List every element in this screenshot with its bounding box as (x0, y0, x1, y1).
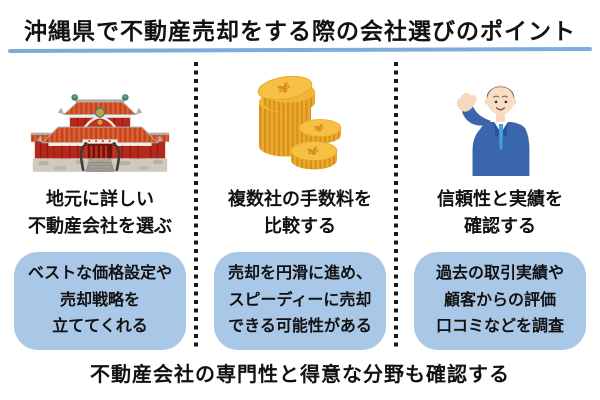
shuri-castle-illustration (27, 62, 173, 182)
bubble-line: 過去の取引実績や (435, 265, 564, 282)
bubble-line: 口コミなどを調査 (435, 318, 564, 336)
businessman-icon (456, 85, 530, 176)
column-local-company: 地元に詳しい 不動産会社を選ぶ ベストな価格設定や 売却戦略を 立ててくれる (0, 52, 200, 350)
gold-coins-icon: ¥ ¥ ¥ (257, 76, 342, 170)
header: 沖縄県で不動産売却をする際の会社選びのポイント (0, 0, 600, 54)
column-compare-fees: ¥ ¥ ¥ 複数社の手 (200, 52, 400, 350)
caption-line: 比較する (264, 216, 336, 236)
bubble-line: ベストな価格設定や (27, 265, 173, 282)
gold-coins-illustration: ¥ ¥ ¥ (255, 62, 345, 182)
caption-trust-results: 信頼性と実績を 確認する (437, 186, 563, 240)
shuri-castle-icon (30, 94, 170, 172)
bubble-line: 顧客からの評価 (443, 291, 556, 309)
footer-note: 不動産会社の専門性と得意な分野も確認する (90, 364, 510, 386)
bubble-local-company: ベストな価格設定や 売却戦略を 立ててくれる (14, 252, 186, 350)
caption-compare-fees: 複数社の手数料を 比較する (228, 186, 372, 240)
caption-local-company: 地元に詳しい 不動産会社を選ぶ (28, 186, 172, 240)
page-title: 沖縄県で不動産売却をする際の会社選びのポイント (24, 18, 576, 44)
bubble-compare-fees: 売却を円滑に進め、 スピーディーに売却 できる可能性がある (214, 252, 386, 350)
svg-text:¥: ¥ (306, 145, 321, 160)
caption-line: 不動産会社を選ぶ (28, 216, 172, 236)
bubble-line: できる可能性がある (228, 318, 372, 336)
dashed-divider-left (194, 62, 198, 350)
caption-line: 複数社の手数料を (228, 189, 372, 209)
bubble-trust-results: 過去の取引実績や 顧客からの評価 口コミなどを調査 (414, 252, 586, 350)
svg-text:¥: ¥ (275, 79, 293, 97)
businessman-illustration (450, 62, 550, 182)
bubble-line: 立ててくれる (52, 318, 148, 336)
caption-line: 確認する (464, 216, 536, 236)
bubble-line: 売却戦略を (59, 291, 140, 309)
caption-line: 信頼性と実績を (437, 189, 563, 209)
column-trust-results: 信頼性と実績を 確認する 過去の取引実績や 顧客からの評価 口コミなどを調査 (400, 52, 600, 350)
svg-text:¥: ¥ (313, 122, 326, 135)
bubble-line: スピーディーに売却 (228, 291, 372, 309)
caption-line: 地元に詳しい (46, 189, 154, 209)
bubble-line: 売却を円滑に進め、 (227, 265, 372, 282)
dashed-divider-right (394, 62, 398, 350)
points-row: 地元に詳しい 不動産会社を選ぶ ベストな価格設定や 売却戦略を 立ててくれる (0, 52, 600, 350)
